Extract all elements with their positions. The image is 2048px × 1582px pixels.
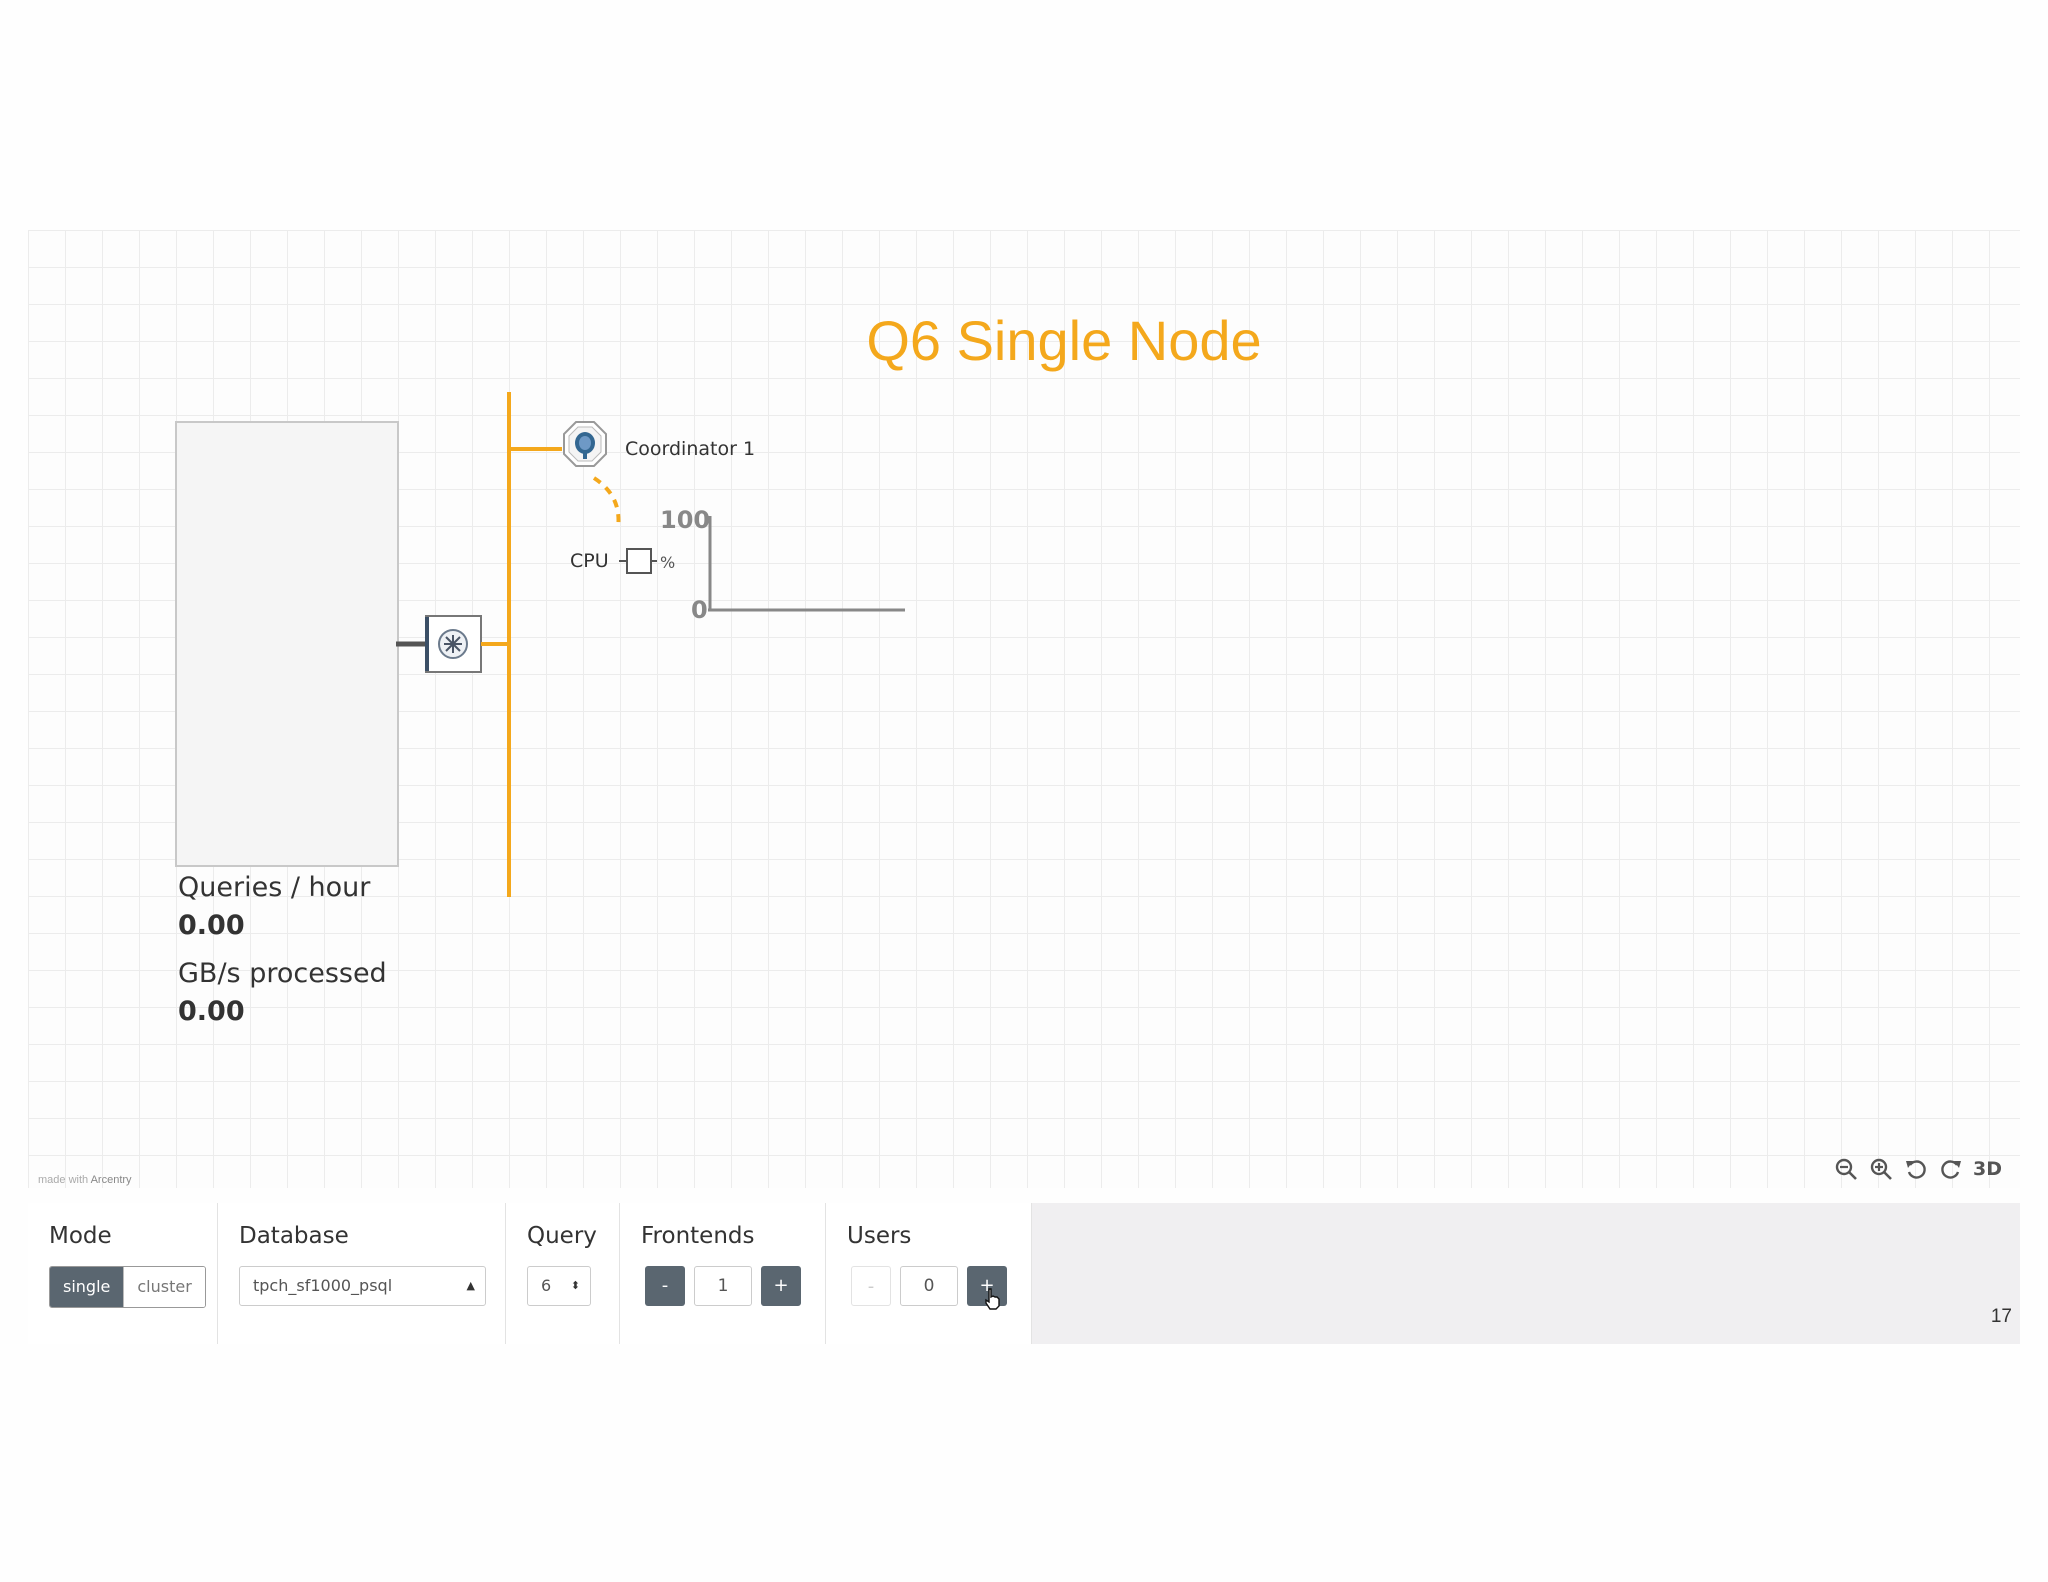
database-select[interactable]: tpch_sf1000_psql ▲ — [239, 1266, 486, 1306]
frontends-count-input[interactable]: 1 — [694, 1266, 752, 1306]
mode-toggle: single cluster — [49, 1266, 206, 1308]
frontends-section: Frontends - 1 + — [620, 1203, 826, 1344]
view-toolbar: 3D — [1833, 1156, 2002, 1182]
coordinator-label: Coordinator 1 — [625, 438, 755, 460]
cpu-chart-ymin: 0 — [691, 596, 708, 624]
database-value: tpch_sf1000_psql — [253, 1276, 393, 1295]
cpu-chip-icon — [619, 548, 657, 574]
hand-cursor-icon — [985, 1288, 1000, 1310]
frontends-increment-button[interactable]: + — [761, 1266, 801, 1306]
zoom-out-icon[interactable] — [1833, 1156, 1859, 1182]
made-with-credit[interactable]: made with Arcentry — [38, 1174, 132, 1186]
snowflake-hub-icon[interactable] — [425, 615, 482, 673]
coordinator-to-cpu-link — [592, 476, 621, 529]
page-number: 17 — [1990, 1306, 2012, 1327]
select-arrows-icon: ▲ — [466, 1279, 475, 1292]
postgres-elephant-icon[interactable] — [563, 421, 607, 467]
mode-single-button[interactable]: single — [50, 1267, 124, 1307]
cpu-label: CPU — [570, 550, 609, 572]
query-label: Query — [527, 1223, 597, 1249]
control-panel: Mode single cluster Database tpch_sf1000… — [28, 1203, 2020, 1344]
slide-title: Q6 Single Node — [866, 309, 1262, 372]
query-select[interactable]: 6 ⬍ — [527, 1266, 591, 1306]
frontends-label: Frontends — [641, 1223, 755, 1249]
cpu-chart-ymax: 100 — [660, 506, 710, 534]
frontends-decrement-button[interactable]: - — [645, 1266, 685, 1306]
cpu-usage-chart: 100 0 — [660, 506, 905, 624]
diagram-canvas[interactable]: Q6 Single Node C — [28, 230, 2020, 1188]
cpu-percent-label: % — [660, 553, 675, 572]
users-label: Users — [847, 1223, 912, 1249]
rotate-right-icon[interactable] — [1938, 1156, 1964, 1182]
mode-section: Mode single cluster — [28, 1203, 218, 1344]
users-decrement-button[interactable]: - — [851, 1266, 891, 1306]
gbps-processed-value: 0.00 — [178, 996, 245, 1027]
queries-per-hour-label: Queries / hour — [178, 872, 371, 903]
users-increment-button[interactable]: + — [967, 1266, 1007, 1306]
toggle-3d-button[interactable]: 3D — [1973, 1158, 2002, 1180]
arcentry-brand: Arcentry — [90, 1174, 132, 1186]
mode-label: Mode — [49, 1223, 112, 1249]
database-label: Database — [239, 1223, 349, 1249]
rotate-left-icon[interactable] — [1903, 1156, 1929, 1182]
zoom-in-icon[interactable] — [1868, 1156, 1894, 1182]
query-section: Query 6 ⬍ — [506, 1203, 620, 1344]
select-arrows-icon: ⬍ — [570, 1279, 580, 1292]
queries-per-hour-value: 0.00 — [178, 910, 245, 941]
query-value: 6 — [541, 1276, 552, 1295]
mode-cluster-button[interactable]: cluster — [123, 1267, 205, 1307]
metrics-panel: Queries / hour 0.00 GB/s processed 0.00 — [178, 870, 387, 1042]
database-section: Database tpch_sf1000_psql ▲ — [218, 1203, 506, 1344]
frontend-box[interactable] — [175, 421, 399, 867]
gbps-processed-label: GB/s processed — [178, 958, 387, 989]
users-section: Users - 0 + — [826, 1203, 1032, 1344]
users-count-input[interactable]: 0 — [900, 1266, 958, 1306]
architecture-diagram: Coordinator 1 CPU % 100 0 — [175, 392, 905, 897]
